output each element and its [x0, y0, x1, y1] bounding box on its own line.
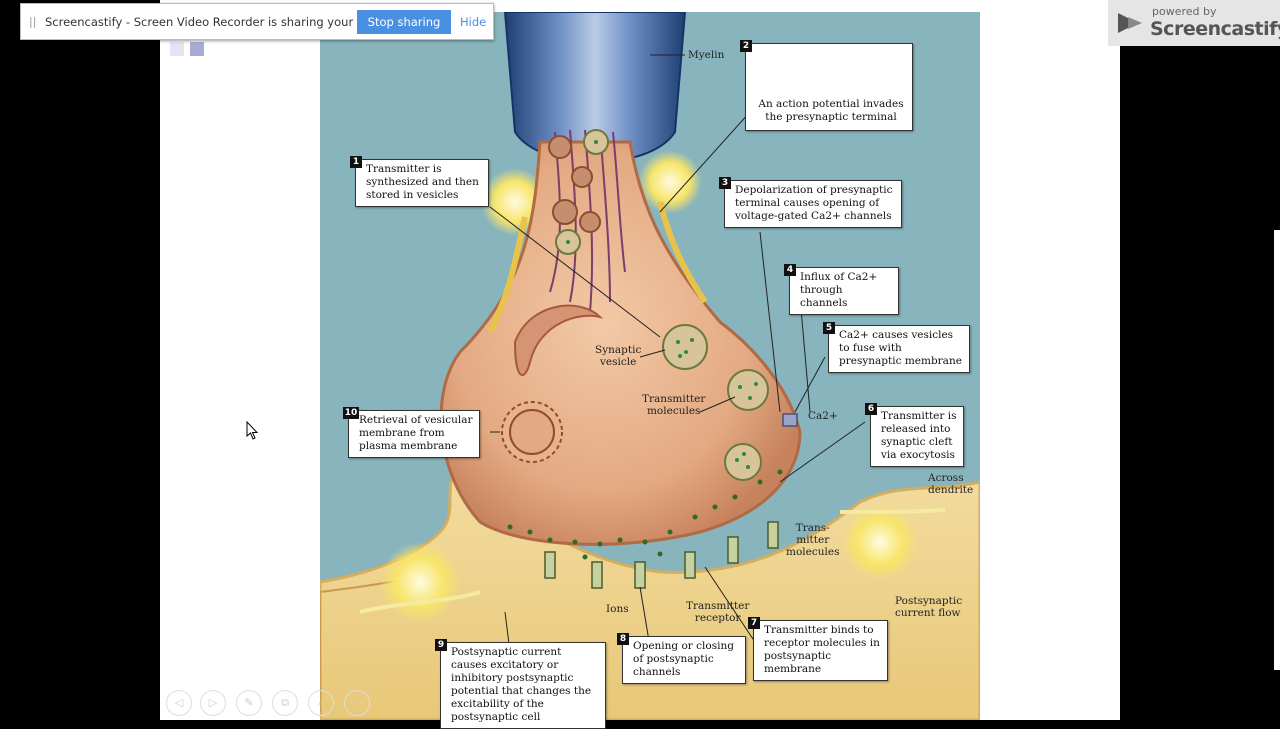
step-number: 6 [865, 403, 877, 415]
ca-label: Ca2+ [808, 410, 838, 422]
zoom-icon[interactable]: ⌕ [308, 690, 334, 716]
step-number: 8 [617, 633, 629, 645]
prev-icon[interactable]: ◁ [166, 690, 192, 716]
screencastify-brand: Screencastify [1150, 18, 1280, 40]
step-text: Postsynaptic current causes excitatory o… [451, 646, 592, 723]
more-icon[interactable]: ⋯ [344, 690, 370, 716]
synapse-diagram: Myelin Synaptic vesicle Transmitter mole… [318, 11, 982, 729]
ions-label: Ions [606, 603, 629, 615]
decor-square [190, 42, 204, 56]
step-6-box: 6 Transmitter is released into synaptic … [865, 403, 964, 467]
step-number: 4 [784, 264, 796, 276]
step-number: 7 [748, 617, 760, 629]
step-text: Transmitter is synthesized and then stor… [366, 163, 479, 201]
across-dendrite-label: Across dendrite [928, 472, 974, 496]
step-text: An action potential invades the presynap… [758, 98, 904, 123]
stop-sharing-button[interactable]: Stop sharing [357, 10, 451, 34]
transmitter-molecules-label: Transmitter molecules [642, 393, 706, 417]
presentation-toolbar: ◁ ▷ ✎ ⧉ ⌕ ⋯ [160, 688, 380, 718]
trans-mitter-molecules-label: Trans- mitter molecules [786, 522, 840, 558]
pen-icon[interactable]: ✎ [236, 690, 262, 716]
powered-by-text: powered by [1152, 5, 1217, 18]
next-icon[interactable]: ▷ [200, 690, 226, 716]
step-number: 3 [719, 177, 731, 189]
synaptic-vesicle-label: Synaptic vesicle [595, 344, 642, 368]
step-number: 9 [435, 639, 447, 651]
step-number: 10 [343, 407, 359, 419]
postsynaptic-current-flow-label: Postsynaptic current flow [895, 595, 963, 619]
step-text: Influx of Ca2+ through channels [800, 271, 878, 309]
myelin-label: Myelin [688, 49, 725, 61]
step-text: Retrieval of vesicular membrane from pla… [359, 414, 473, 452]
step-5-box: 5 Ca2+ causes vesicles to fuse with pres… [823, 322, 970, 373]
right-edge-strip [1274, 230, 1280, 670]
step-8-box: 8 Opening or closing of postsynaptic cha… [617, 633, 746, 684]
step-7-box: 7 Transmitter binds to receptor molecule… [748, 617, 888, 681]
screencastify-logo-icon [1118, 13, 1142, 33]
transmitter-receptor-label: Transmitter receptor [686, 600, 750, 624]
drag-handle-icon[interactable]: || [29, 15, 37, 28]
step-10-box: 10 Retrieval of vesicular membrane from … [343, 407, 480, 458]
step-text: Ca2+ causes vesicles to fuse with presyn… [839, 329, 962, 367]
step-text: Transmitter binds to receptor molecules … [764, 624, 880, 675]
mouse-cursor-icon [246, 420, 260, 445]
step-number: 5 [823, 322, 835, 334]
step-3-box: 3 Depolarization of presynaptic terminal… [719, 177, 902, 228]
step-text: Opening or closing of postsynaptic chann… [633, 640, 734, 678]
step-text: Depolarization of presynaptic terminal c… [735, 184, 893, 222]
step-9-box: 9 Postsynaptic current causes excitatory… [435, 639, 606, 729]
step-2-box: 2 An action potential invades the presyn… [740, 40, 913, 131]
step-text: Transmitter is released into synaptic cl… [881, 410, 957, 461]
share-message: Screencastify - Screen Video Recorder is… [45, 15, 399, 29]
screen-share-bar: || Screencastify - Screen Video Recorder… [20, 3, 494, 40]
copy-icon[interactable]: ⧉ [272, 690, 298, 716]
step-number: 2 [740, 40, 752, 52]
step-4-box: 4 Influx of Ca2+ through channels [784, 264, 899, 315]
decor-square [170, 42, 184, 56]
step-1-box: 1 Transmitter is synthesized and then st… [350, 156, 489, 207]
screencastify-badge: powered by Screencastify [1108, 0, 1280, 46]
hide-link[interactable]: Hide [460, 15, 487, 29]
step-number: 1 [350, 156, 362, 168]
